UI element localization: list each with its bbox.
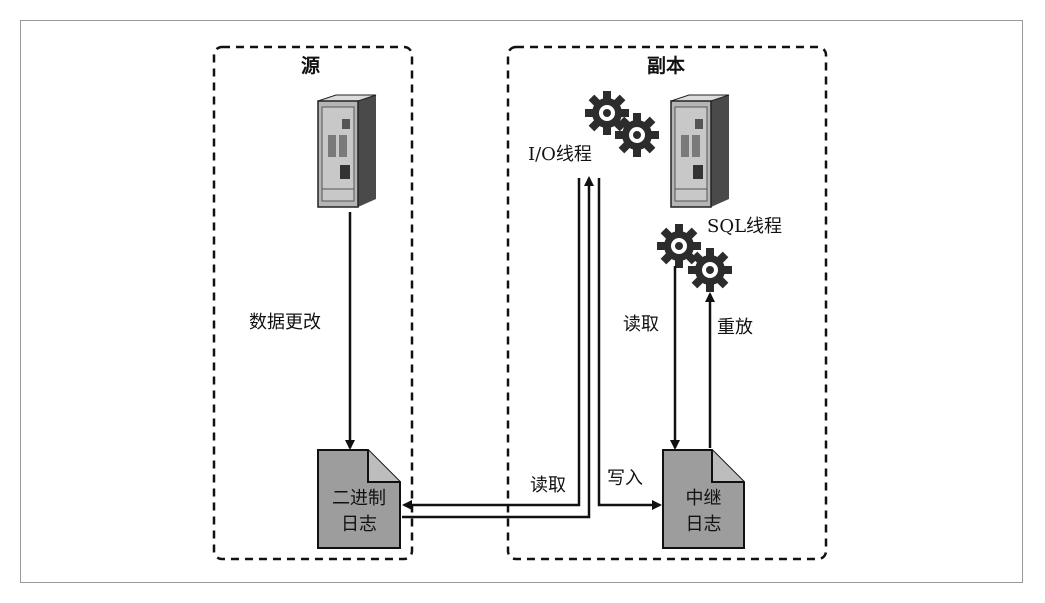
replica-container (506, 45, 828, 561)
io-write-label: 写入 (607, 468, 643, 489)
source-title: 源 (301, 55, 321, 77)
relay-log-line1: 中继 (685, 488, 722, 509)
sql-thread-gear-icon (657, 224, 701, 268)
binary-log-text: 二进制 日志 (318, 486, 400, 538)
sql-read-label: 读取 (623, 314, 659, 335)
source-server-icon (317, 94, 377, 208)
diagram-frame (20, 20, 1023, 583)
io-read-arrow (402, 176, 594, 519)
relay-log-line2: 日志 (685, 514, 722, 535)
replay-label: 重放 (717, 317, 753, 338)
replica-title: 副本 (647, 55, 686, 77)
io-read-label: 读取 (530, 475, 566, 496)
io-thread-gear-icon-2 (615, 113, 659, 157)
relay-log-text: 中继 日志 (663, 486, 744, 538)
io-write-arrow (597, 178, 662, 510)
binary-log-line1: 二进制 (332, 488, 386, 509)
replica-server-icon (670, 94, 730, 208)
sql-thread-label: SQL线程 (707, 216, 783, 237)
sql-thread-gear-icon-2 (688, 248, 732, 292)
binary-log-line2: 日志 (341, 514, 377, 535)
data-change-label: 数据更改 (249, 312, 321, 333)
source-container (212, 45, 414, 561)
io-thread-label: I/O线程 (528, 144, 592, 165)
io-read-arrow-return (402, 178, 581, 510)
io-thread-gear-icon (585, 91, 629, 135)
